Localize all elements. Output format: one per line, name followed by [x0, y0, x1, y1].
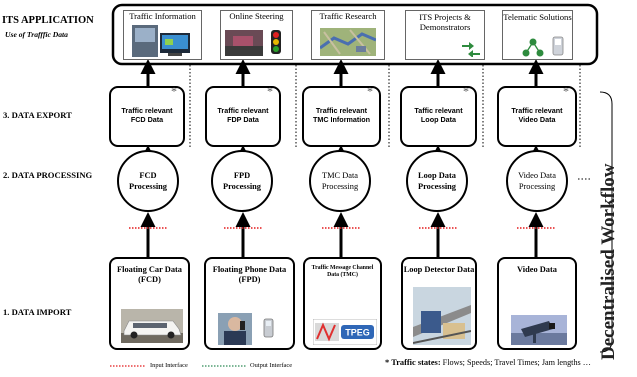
traffic-information-picture: [132, 25, 190, 57]
export-line-2: Video Data: [518, 115, 556, 124]
app-tile-traffic-information: Traffic Information: [123, 10, 202, 60]
export-line-2: TMC Information: [312, 115, 371, 124]
output-interface-swatch: [202, 365, 246, 367]
footnote-label: Traffic states:: [391, 358, 441, 367]
processing-line-2: Processing: [321, 182, 359, 191]
row-label-data-import: 1. DATA IMPORT: [3, 307, 72, 317]
import-box-fcd: Floating Car Data (FCD): [109, 257, 190, 350]
footnote-text: Flows; Speeds; Travel Times; Jam lengths…: [440, 358, 591, 367]
processing-circle-fpd: FPD Processing: [211, 150, 273, 212]
processing-line-1: FPD: [233, 171, 251, 180]
processing-line-1: TMC Data: [321, 171, 359, 180]
import-title: Floating Phone Data (FPD): [212, 265, 287, 284]
input-interface-swatch: [110, 365, 146, 367]
export-line-1: Traffic relevant: [217, 106, 269, 115]
export-line-1: Traffic relevant: [511, 106, 563, 115]
app-tile-label: Online Steering: [229, 11, 284, 21]
processing-line-2: Processing: [129, 182, 167, 191]
export-line-1: Traffic relevant: [121, 106, 173, 115]
workflow-bracket: [599, 91, 613, 353]
its-application-title: ITS APPLICATION: [2, 15, 94, 26]
processing-line-2: Processing: [518, 182, 556, 191]
app-tile-label: Traffic Information: [129, 11, 196, 21]
decentralised-workflow-label: Decentralised Workflow: [598, 163, 619, 361]
telematic-solutions-picture: [522, 36, 564, 57]
processing-line-2: Processing: [418, 182, 456, 191]
loop-detector-picture: [413, 287, 471, 345]
export-line-1: Taffic relevant: [414, 106, 463, 115]
phone-user-picture: [218, 313, 274, 345]
legend-input-label: Input Interface: [150, 362, 188, 369]
export-line-2: FCD Data: [130, 115, 164, 124]
import-box-fpd: Floating Phone Data (FPD): [204, 257, 295, 350]
online-steering-picture: [225, 30, 281, 56]
traffic-research-picture: [320, 28, 376, 56]
export-line-2: Loop Data: [420, 115, 457, 124]
traffic-state-marker: *: [463, 84, 469, 98]
its-application-subtitle: Use of Trafffic Data: [5, 30, 68, 39]
app-tile-telematic-solutions: Telematic Solutions: [502, 10, 573, 60]
limousine-picture: [121, 309, 183, 343]
application-frame: [111, 3, 599, 66]
row-label-data-export: 3. DATA EXPORT: [3, 110, 72, 120]
processing-circle-fcd: FCD Processing: [117, 150, 179, 212]
import-title: Loop Detector Data: [403, 265, 475, 274]
processing-line-2: Processing: [223, 182, 261, 191]
import-title: Floating Car Data (FCD): [117, 265, 182, 284]
import-box-video: Video Data: [497, 257, 577, 350]
export-line-2: FDP Data: [227, 115, 259, 124]
app-tile-its-projects: ITS Projects & Demonstrators: [405, 10, 485, 60]
tpeg-logo-text: TPEG: [345, 328, 370, 338]
its-projects-picture: [462, 42, 480, 57]
processing-line-1: Loop Data: [418, 171, 456, 180]
import-title: Traffic Message Channel Data (TMC): [311, 265, 374, 278]
footnote-marker: *: [385, 358, 390, 367]
video-camera-picture: [511, 315, 567, 345]
app-tile-label: Traffic Research: [319, 11, 377, 21]
traffic-state-marker: *: [171, 84, 177, 98]
app-tile-online-steering: Online Steering: [220, 10, 293, 60]
app-tile-label: Telematic Solutions: [503, 12, 572, 22]
row-label-data-processing: 2. DATA PROCESSING: [3, 170, 93, 180]
traffic-state-marker: *: [563, 84, 569, 98]
import-box-tmc: Traffic Message Channel Data (TMC) TPEG: [303, 257, 382, 350]
import-box-loop: Loop Detector Data: [401, 257, 477, 350]
tmc-tpeg-logo-picture: TPEG: [313, 319, 377, 345]
traffic-state-marker: *: [267, 84, 273, 98]
processing-line-1: FCD: [139, 171, 157, 180]
app-tile-label: ITS Projects & Demonstrators: [419, 12, 471, 32]
traffic-state-marker: *: [367, 84, 373, 98]
import-title: Video Data: [517, 265, 557, 274]
processing-line-1: Video Data: [518, 171, 556, 180]
export-line-1: Traffic relevant: [315, 106, 368, 115]
legend-output-label: Output Interface: [250, 362, 293, 369]
app-tile-traffic-research: Traffic Research: [311, 10, 385, 60]
traffic-states-footnote: * Traffic states: Flows; Speeds; Travel …: [385, 358, 591, 367]
